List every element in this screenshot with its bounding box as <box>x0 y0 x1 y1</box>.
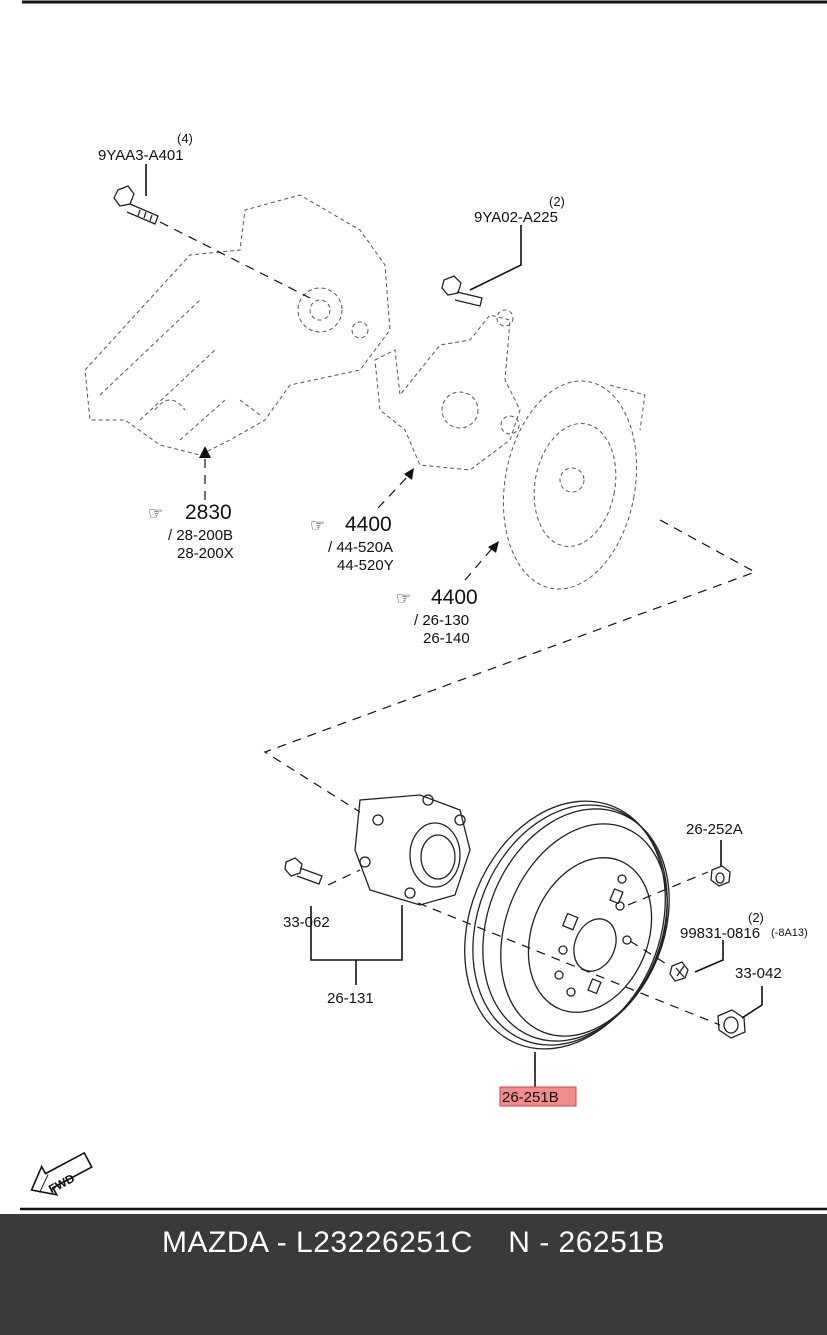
bolt-mid <box>441 275 483 307</box>
bolt-33-062 <box>284 857 323 885</box>
arrow-head-4400-plate <box>488 541 499 553</box>
leader-33-042 <box>741 986 763 1019</box>
arrow-4400-plate <box>464 544 496 581</box>
dash-hub-to-nut <box>417 902 721 1026</box>
ref-2830: 2830 <box>185 501 232 524</box>
label-26-131: 26-131 <box>327 990 374 1007</box>
label-33-062: 33-062 <box>283 914 330 931</box>
ref-2830-a: / 28-200B <box>168 527 233 544</box>
ref-4400-plate-a: / 26-130 <box>414 612 469 629</box>
ref-icon-4400-plate: ☞ <box>396 589 411 608</box>
label-bolt-top: 9YAA3-A401 <box>98 147 184 164</box>
ref-2830-b: 28-200X <box>177 545 234 562</box>
nut-33-042 <box>717 1009 746 1039</box>
qty-bolt-top: (4) <box>177 131 193 146</box>
bolt-top <box>113 185 159 225</box>
note-99831: (-8A13) <box>771 927 808 939</box>
ref-icon-4400-knuckle: ☞ <box>310 516 325 535</box>
arrow-head-4400-knuckle <box>404 468 414 480</box>
highlight-box <box>499 1086 577 1107</box>
backing-plate <box>502 380 646 590</box>
label-26-251B: 26-251B <box>502 1089 559 1106</box>
screw-99831 <box>669 961 689 982</box>
fwd-arrow-icon <box>30 1151 93 1196</box>
dash-bolt-top <box>159 221 311 299</box>
ref-4400-knuckle: 4400 <box>345 513 392 536</box>
part-number-caption: MAZDA - L23226251C N - 26251B <box>162 1226 665 1259</box>
ref-icon-2830: ☞ <box>148 504 163 523</box>
qty-bolt-mid: (2) <box>549 194 565 209</box>
nut-26-252A <box>710 865 731 887</box>
dash-99831 <box>629 940 669 966</box>
label-bolt-mid: 9YA02-A225 <box>474 209 558 226</box>
label-33-042: 33-042 <box>735 965 782 982</box>
label-26-252A: 26-252A <box>686 821 743 838</box>
arrow-4400-knuckle <box>377 473 411 509</box>
ref-4400-knuckle-a: / 44-520A <box>328 539 393 556</box>
ref-4400-plate: 4400 <box>431 586 478 609</box>
label-99831: 99831-0816 <box>680 925 760 942</box>
suspension-arm <box>84 194 391 456</box>
dash-33-062 <box>327 869 361 886</box>
dash-26-252A <box>627 871 709 906</box>
arrow-head-2830 <box>199 446 211 458</box>
footer-bar: MAZDA - L23226251C N - 26251B <box>0 1214 827 1335</box>
hub-bearing <box>354 794 471 906</box>
leader-99831 <box>694 940 724 973</box>
qty-99831: (2) <box>748 910 764 925</box>
parts-diagram: (4) 9YAA3-A401 (2) 9YA02-A225 ☞ 2830 / 2… <box>20 0 827 1211</box>
leader-bolt-mid <box>469 225 522 291</box>
dash-connector <box>263 519 757 813</box>
ref-4400-plate-b: 26-140 <box>423 630 470 647</box>
brake-disc <box>464 800 670 1050</box>
ref-4400-knuckle-b: 44-520Y <box>337 557 394 574</box>
knuckle <box>374 309 521 471</box>
